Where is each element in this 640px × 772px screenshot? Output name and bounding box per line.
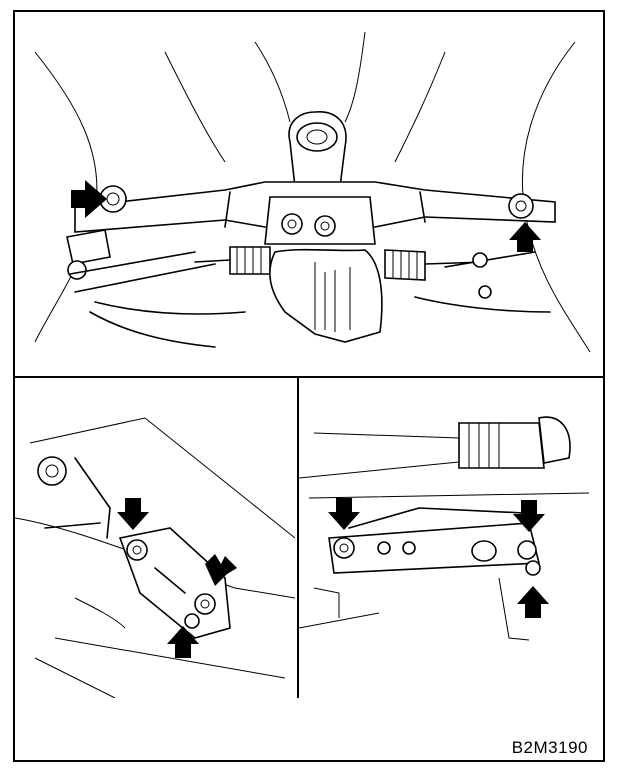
upper-bolt [126,539,148,561]
link-detail-panel [299,378,603,698]
mount-detail-panel [15,378,299,698]
shop-cloth [269,248,383,343]
right-link-bolt [517,540,537,560]
arrow-left-bolt [71,180,107,218]
arrow-right-down [513,500,545,532]
lower-bolt [194,593,216,615]
arrow-left-down [328,498,360,530]
arrow-right-bolt [509,222,541,252]
figure-code: B2M3190 [511,738,588,757]
arrow-up-lower [167,626,199,658]
overview-drawing [34,31,591,353]
right-mount-bolt [508,193,534,219]
arrow-diagonal [205,554,237,586]
arrow-right-up [517,586,549,618]
differential-cover [296,122,338,152]
left-link-bolt [333,537,355,559]
overview-panel [15,12,603,378]
link-detail-drawing [299,416,590,641]
link-arm [328,522,541,574]
arrow-down-upper [117,498,149,530]
left-bushing [66,229,111,265]
mount-detail-drawing [15,417,296,698]
figure-frame [13,10,605,762]
